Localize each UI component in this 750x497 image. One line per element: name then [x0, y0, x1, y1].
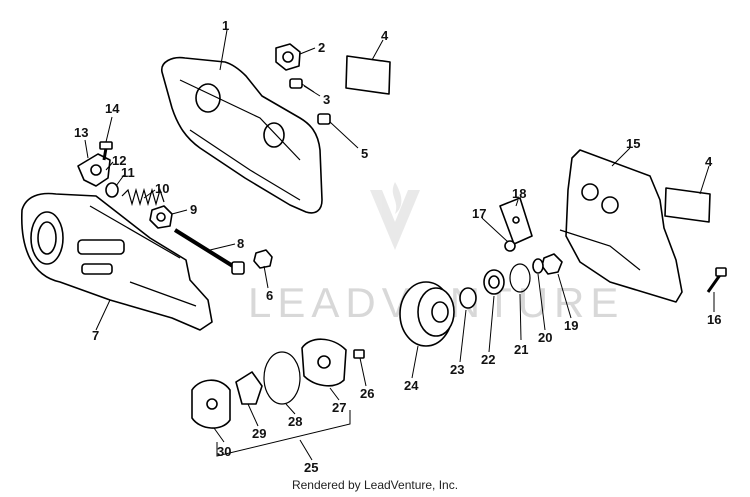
callout-27: 27: [332, 400, 346, 415]
callout-6: 6: [266, 288, 273, 303]
part-22-bearing: [483, 269, 505, 295]
callout-26: 26: [360, 386, 374, 401]
part-30-clutch-plate: [191, 379, 231, 429]
part-11-bushing: [105, 182, 119, 198]
callout-3: 3: [323, 92, 330, 107]
callout-25: 25: [304, 460, 318, 475]
part-19-nut: [541, 253, 563, 275]
callout-29: 29: [252, 426, 266, 441]
callout-20: 20: [538, 330, 552, 345]
callout-10: 10: [155, 181, 169, 196]
part-12-bracket: [77, 153, 111, 187]
render-credit: Rendered by LeadVenture, Inc.: [291, 478, 459, 492]
callout-labels: 1 2 3 4 4 5 6 7 8 9 10 11 12 13 14 15 16…: [74, 18, 721, 475]
callout-4: 4: [381, 28, 389, 43]
part-21-snap-ring: [509, 263, 531, 293]
leader-lines: [84, 29, 715, 461]
part-1-clutch-cover: [161, 56, 323, 214]
part-7-arm-housing: [21, 192, 213, 331]
callout-21: 21: [514, 342, 528, 357]
part-10-spring: [121, 187, 165, 207]
callout-19: 19: [564, 318, 578, 333]
part-14-screw: [99, 141, 113, 161]
callout-13: 13: [74, 125, 88, 140]
part-24-clutch-drum: [399, 281, 455, 347]
callout-28: 28: [288, 414, 302, 429]
callout-9: 9: [190, 202, 197, 217]
callout-7: 7: [92, 328, 99, 343]
callout-2: 2: [318, 40, 325, 55]
part-18-plate: [499, 197, 533, 245]
callout-8: 8: [237, 236, 244, 251]
callout-23: 23: [450, 362, 464, 377]
part-28-spring-ring: [263, 351, 301, 405]
part-16-screw: [706, 267, 727, 293]
callout-11: 11: [121, 165, 135, 180]
part-6-nut: [253, 249, 273, 269]
part-26-screw: [353, 349, 365, 359]
watermark-logo-icon: [370, 182, 420, 250]
callout-12: 12: [112, 153, 126, 168]
callout-4-right: 4: [705, 154, 713, 169]
callout-17: 17: [472, 206, 486, 221]
part-2-nut: [275, 43, 301, 71]
callout-1: 1: [222, 18, 229, 33]
part-4-decal-right: [664, 187, 711, 223]
part-5-screw: [317, 113, 331, 125]
part-27-clutch-shoe: [301, 338, 347, 387]
part-4-decal: [345, 55, 391, 95]
callout-15: 15: [626, 136, 640, 151]
part-29-clutch-hub: [235, 371, 263, 405]
callout-30: 30: [217, 444, 231, 459]
callout-14: 14: [105, 101, 120, 116]
callout-18: 18: [512, 186, 526, 201]
callout-22: 22: [481, 352, 495, 367]
callout-5: 5: [361, 146, 368, 161]
part-23-spacer: [459, 287, 477, 309]
part-8-tension-bolt: [173, 228, 245, 275]
part-15-outer-cover: [559, 149, 683, 303]
part-9-washer: [149, 205, 173, 229]
part-20-washer: [532, 258, 544, 274]
part-17-nut: [504, 240, 516, 252]
callout-16: 16: [707, 312, 721, 327]
callout-24: 24: [404, 378, 419, 393]
